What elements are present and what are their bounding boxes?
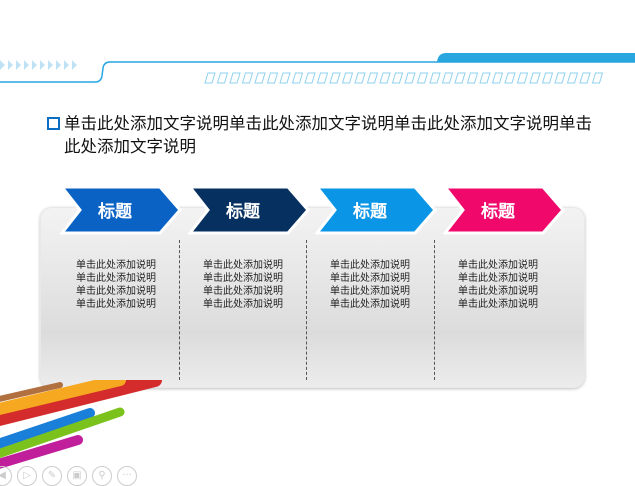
slash-mark [566,72,579,84]
chevron-shape [188,185,310,235]
slash-mark [466,72,479,84]
slash-mark [366,72,379,84]
slash-mark [554,72,566,84]
slash-mark [354,72,366,84]
pen-icon[interactable]: ✎ [42,466,62,486]
slash-mark [454,72,466,84]
description-line: 单击此处添加说明 [458,273,538,284]
slash-mark [229,72,241,84]
divider [306,240,307,380]
slash-mark [291,72,304,84]
step-header-4[interactable]: 标题 [443,185,565,235]
slash-mark [329,72,341,84]
slash-mark [441,72,454,84]
description-line: 单击此处添加说明 [76,299,156,310]
description-line: 单击此处添加说明 [76,273,156,284]
next-icon[interactable]: ▷ [17,466,37,486]
description-line: 单击此处添加说明 [330,286,410,297]
description-line: 单击此处添加说明 [76,260,156,271]
slash-mark [416,72,429,84]
description-line: 单击此处添加说明 [203,273,283,284]
description-line: 单击此处添加说明 [458,299,538,310]
description-line: 单击此处添加说明 [330,273,410,284]
slash-mark [516,72,529,84]
slash-mark [529,72,541,84]
description-line: 单击此处添加说明 [458,286,538,297]
step-title: 标题 [353,202,387,222]
slash-mark [541,72,554,84]
slash-mark [479,72,491,84]
step-description[interactable]: 单击此处添加说明单击此处添加说明单击此处添加说明单击此处添加说明 [180,259,306,311]
bullet-icon [47,117,60,130]
step-header-1[interactable]: 标题 [60,185,182,235]
divider [434,240,435,380]
description-line: 单击此处添加说明 [330,299,410,310]
description-line: 单击此处添加说明 [76,286,156,297]
step-header-3[interactable]: 标题 [315,185,437,235]
chevron-shape [443,185,565,235]
step-description[interactable]: 单击此处添加说明单击此处添加说明单击此处添加说明单击此处添加说明 [53,259,179,311]
slash-mark [341,72,354,84]
slash-mark [216,72,229,84]
step-description[interactable]: 单击此处添加说明单击此处添加说明单击此处添加说明单击此处添加说明 [307,259,433,311]
slash-mark [316,72,329,84]
step-title: 标题 [481,202,515,222]
step-title: 标题 [98,202,132,222]
step-header-2[interactable]: 标题 [188,185,310,235]
description-line: 单击此处添加说明 [458,260,538,271]
slash-mark [579,72,591,84]
slash-mark [241,72,254,84]
slash-mark [404,72,416,84]
slash-mark [204,72,216,84]
slides-icon[interactable]: ▣ [67,466,87,486]
slash-mark [429,72,441,84]
description-line: 单击此处添加说明 [203,286,283,297]
slash-mark [391,72,404,84]
header-decoration [0,53,635,84]
slash-mark [491,72,504,84]
content-panel [40,207,585,388]
slash-mark [279,72,291,84]
rainbow-arrows-decoration [0,380,162,469]
zoom-icon[interactable]: ⚲ [92,466,112,486]
slash-mark [254,72,266,84]
chevron-shape [315,185,437,235]
more-icon[interactable]: ··· [117,466,137,486]
slash-mark [304,72,316,84]
heading-text[interactable]: 单击此处添加文字说明单击此处添加文字说明单击此处添加文字说明单击此处添加文字说明 [64,114,592,156]
step-title: 标题 [226,202,260,222]
description-line: 单击此处添加说明 [330,260,410,271]
slash-mark [379,72,391,84]
divider [179,240,180,380]
description-line: 单击此处添加说明 [203,260,283,271]
chevron-shape [60,185,182,235]
slash-mark [504,72,516,84]
description-line: 单击此处添加说明 [203,299,283,310]
step-description[interactable]: 单击此处添加说明单击此处添加说明单击此处添加说明单击此处添加说明 [435,259,561,311]
slash-mark [591,72,604,84]
slash-mark [266,72,279,84]
